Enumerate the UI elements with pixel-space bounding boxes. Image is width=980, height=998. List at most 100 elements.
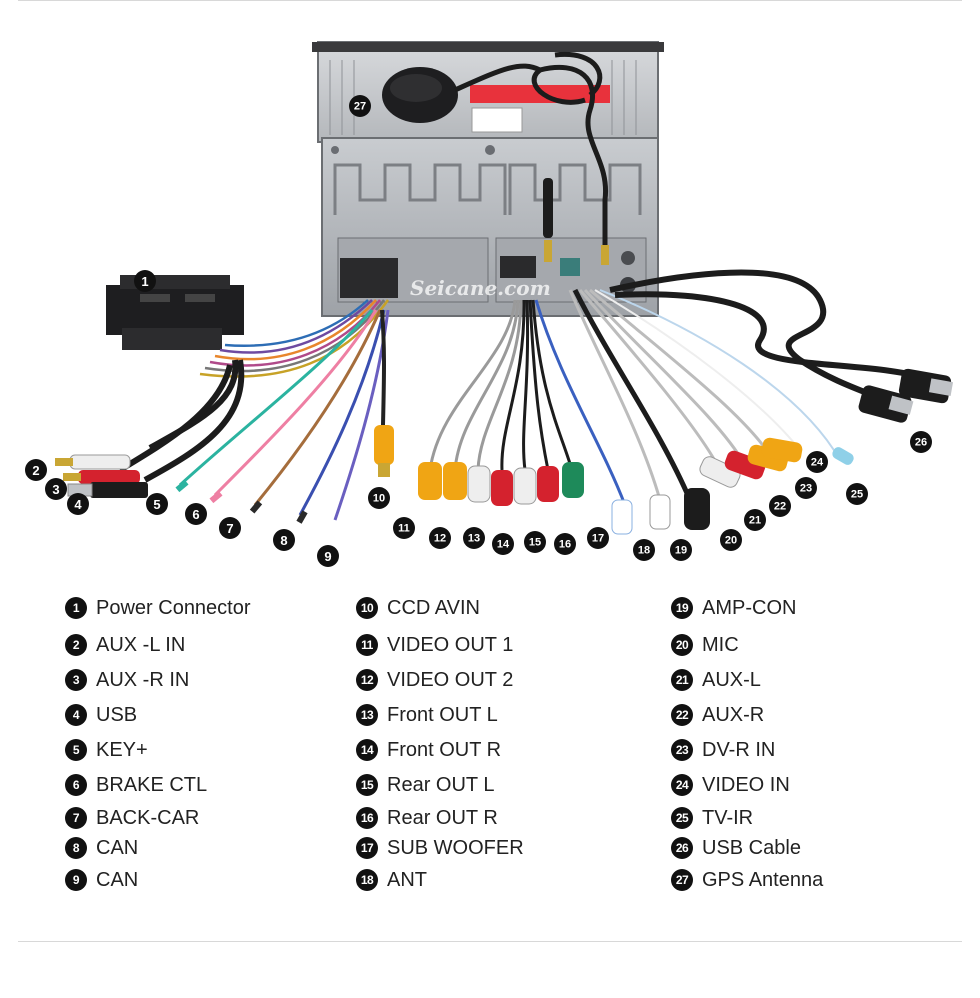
callout-number: 19	[675, 545, 687, 557]
callout-number: 27	[354, 101, 366, 113]
callout-number: 18	[638, 545, 650, 557]
legend-label: USB	[96, 703, 138, 726]
brake-ctl-tip	[175, 479, 189, 493]
aux-l-plug	[55, 454, 131, 470]
callout-circle	[670, 539, 692, 561]
callout-number: 13	[468, 533, 480, 545]
legend-label: DV-R IN	[702, 738, 776, 761]
legend-number-badge: 12	[356, 669, 378, 691]
legend-label: SUB WOOFER	[387, 836, 524, 859]
ccd-avin-plug	[374, 425, 394, 477]
legend-label: TV-IR	[702, 806, 754, 829]
callout-number: 22	[774, 501, 786, 513]
callout-badge-20: 20	[720, 529, 742, 551]
callout-number: 25	[851, 489, 863, 501]
legend-item-15: 15 Rear OUT L	[356, 771, 494, 799]
callout-circle	[273, 529, 295, 551]
callout-circle	[744, 509, 766, 531]
callout-circle	[45, 478, 67, 500]
callout-number: 7	[226, 521, 233, 536]
legend-number-badge: 20	[671, 634, 693, 656]
callout-badge-25: 25	[846, 483, 868, 505]
callout-circle	[846, 483, 868, 505]
callout-badge-22: 22	[769, 495, 791, 517]
legend-label: CAN	[96, 868, 139, 891]
callout-number: 15	[529, 537, 541, 549]
callout-number: 9	[324, 549, 331, 564]
callout-badge-14: 14	[492, 533, 514, 555]
legend-number-badge: 19	[671, 597, 693, 619]
callout-circle	[67, 493, 89, 515]
wiring-diagram: Seicane.com	[25, 41, 954, 567]
callout-badge-21: 21	[744, 509, 766, 531]
callout-badge-11: 11	[393, 517, 415, 539]
callout-number: 11	[398, 523, 410, 535]
legend-number-badge: 21	[671, 669, 693, 691]
legend-number-badge: 17	[356, 837, 378, 859]
callout-badge-18: 18	[633, 539, 655, 561]
usb-cable-plug-2	[898, 368, 954, 404]
callout-badge-5: 5	[146, 493, 168, 515]
legend-item-21: 21 AUX-L	[671, 666, 761, 694]
video-out-1-plug	[418, 462, 442, 500]
legend-number-badge: 18	[356, 869, 378, 891]
callout-circle	[769, 495, 791, 517]
can-tip-2	[296, 510, 308, 524]
rear-out-r-plug	[537, 466, 559, 502]
legend-item-10: 10 CCD AVIN	[356, 594, 480, 622]
callout-circle	[349, 95, 371, 117]
legend-label: AUX -L IN	[96, 633, 186, 656]
callout-circle	[910, 431, 932, 453]
callout-number: 10	[373, 493, 385, 505]
callout-number: 6	[192, 507, 199, 522]
callout-badge-10: 10	[368, 487, 390, 509]
legend-number-badge: 27	[671, 869, 693, 891]
callout-number: 8	[280, 533, 287, 548]
callout-badge-16: 16	[554, 533, 576, 555]
legend-number-badge: 10	[356, 597, 378, 619]
legend-number-badge: 1	[65, 597, 87, 619]
legend-number-badge: 15	[356, 774, 378, 796]
usb-cable-plug-1	[858, 385, 914, 423]
callout-badge-15: 15	[524, 531, 546, 553]
legend-label: USB Cable	[702, 836, 801, 859]
legend-number-badge: 24	[671, 774, 693, 796]
callout-circle	[795, 477, 817, 499]
callout-circle	[554, 533, 576, 555]
callout-circle	[25, 459, 47, 481]
callout-circle	[720, 529, 742, 551]
legend-label: AUX -R IN	[96, 668, 190, 691]
callout-number: 20	[725, 535, 737, 547]
legend-label: AUX-L	[702, 668, 761, 691]
legend-label: Front OUT R	[387, 738, 502, 761]
legend-label: Rear OUT L	[387, 773, 495, 796]
legend-label: KEY+	[96, 738, 148, 761]
callout-badge-8: 8	[273, 529, 295, 551]
callout-circle	[185, 503, 207, 525]
sub-woofer-plug	[562, 462, 584, 498]
callout-circle	[492, 533, 514, 555]
callout-number: 21	[749, 515, 761, 527]
legend-number-badge: 6	[65, 774, 87, 796]
callout-number: 24	[811, 457, 824, 469]
amp-con-plug	[649, 494, 671, 530]
legend-label: CCD AVIN	[387, 596, 480, 619]
gps-antenna	[382, 51, 609, 265]
callout-badge-17: 17	[587, 527, 609, 549]
callout-number: 23	[800, 483, 812, 495]
callout-badge-24: 24	[806, 451, 828, 473]
legend-number-badge: 2	[65, 634, 87, 656]
legend-number-badge: 25	[671, 807, 693, 829]
